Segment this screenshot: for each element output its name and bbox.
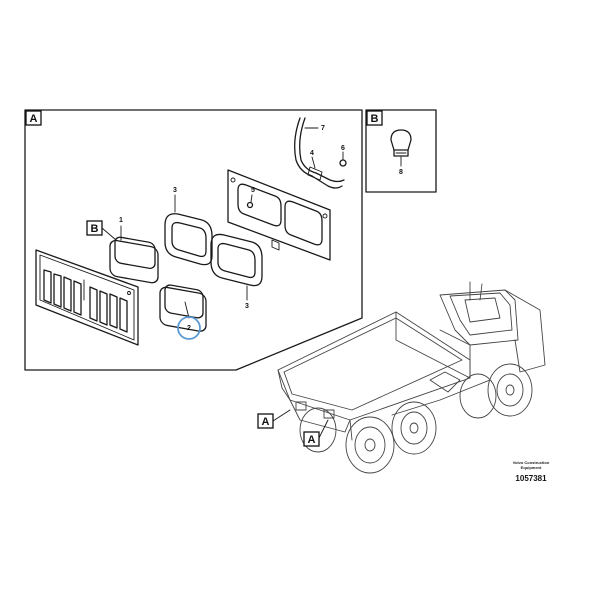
lamp-part-1 [109, 225, 159, 284]
articulated-hauler-truck [277, 281, 546, 474]
part-1-view-b-label: B [91, 223, 99, 235]
grille [35, 249, 139, 346]
truck-callout-a-right: A [308, 434, 316, 446]
brand-line-1: Volvo Construction [513, 460, 550, 465]
detail-a-label-box [25, 110, 42, 126]
part-3-top-number: 3 [173, 187, 177, 194]
part-1-number: 1 [119, 217, 123, 224]
detail-b-label: B [371, 113, 379, 125]
document-number: 1057381 [515, 474, 547, 483]
part-6-number: 6 [341, 145, 345, 152]
brand-line-2: Equipment [521, 465, 542, 470]
part-7-number: 7 [321, 125, 325, 132]
truck-callout-a-right-box [303, 431, 320, 447]
gasket-part-3-bottom [210, 233, 263, 301]
detail-b-label-box [366, 110, 383, 126]
part-4-number: 4 [310, 150, 314, 157]
part-8-number: 8 [399, 169, 403, 176]
back-plate [227, 169, 331, 261]
part-3-bottom-number: 3 [245, 303, 249, 310]
truck-callout-a-left: A [262, 416, 270, 428]
part-2-highlight-circle [177, 316, 201, 340]
lamp-part-2 [159, 284, 207, 332]
screw-part-5 [246, 194, 254, 209]
screw-part-6 [339, 151, 347, 167]
wire-harness-part-7 [294, 117, 345, 189]
gasket-part-3-top [164, 194, 213, 266]
part-5-number: 5 [251, 187, 255, 194]
detail-a-frame [24, 109, 363, 371]
detail-b-frame [365, 109, 437, 193]
detail-a-label: A [30, 113, 38, 125]
part-2-number: 2 [187, 325, 191, 332]
bulb-part-8 [390, 129, 412, 167]
